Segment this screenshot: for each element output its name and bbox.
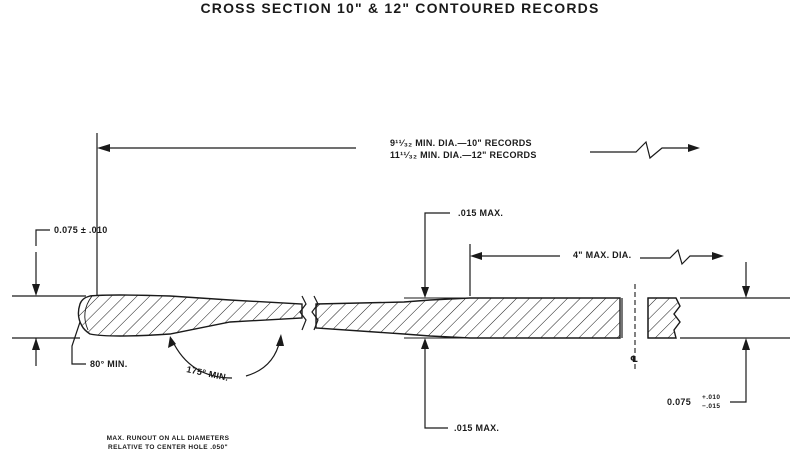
angle-175-arrow-left: [168, 336, 176, 348]
min-dia-right-arrowhead: [688, 144, 700, 152]
center-tol-minus: −.015: [702, 403, 720, 410]
max-015-bottom-label: .015 MAX.: [454, 423, 499, 433]
max-dia-4-label: 4" MAX. DIA.: [573, 250, 631, 260]
angle-80-leader: [71, 321, 86, 365]
right-thickness-leader: [730, 350, 747, 403]
record-profile-right: [647, 297, 681, 339]
center-tol-plus: +.010: [702, 394, 720, 401]
runout-note-line2: RELATIVE TO CENTER HOLE .050": [108, 444, 228, 451]
max-015-top-arrow: [421, 287, 429, 298]
min-dia-arrowhead: [97, 144, 110, 152]
right-thickness-arrow-top: [742, 286, 750, 298]
min-dia-12-label: 11¹¹⁄₃₂ MIN. DIA.—12" RECORDS: [390, 150, 537, 160]
max-dia-4-arrow-left: [470, 252, 482, 260]
angle-80-arc: [84, 295, 93, 331]
record-profile-center: [315, 297, 621, 339]
center-thickness-label: 0.075: [667, 397, 691, 407]
centerline-symbol: ℄: [630, 354, 638, 364]
angle-175-arc-left: [171, 339, 233, 379]
max-015-bottom-arrow: [421, 338, 429, 349]
angle-175-arrow-right: [276, 334, 284, 346]
right-thickness-arrow-bottom: [742, 338, 750, 350]
edge-thickness-leader: [35, 229, 50, 246]
min-dia-10-label: 9¹¹⁄₃₂ MIN. DIA.—10" RECORDS: [390, 138, 532, 148]
break-line-4-dia: [640, 248, 716, 266]
angle-175-label: 175° MIN.: [186, 364, 230, 383]
record-profile-left: [77, 294, 303, 337]
angle-80-label: 80° MIN.: [90, 359, 128, 369]
runout-note-line1: MAX. RUNOUT ON ALL DIAMETERS: [107, 435, 230, 442]
max-015-top-label: .015 MAX.: [458, 208, 503, 218]
angle-175-arc-right: [245, 339, 281, 377]
break-line-top: [590, 140, 690, 160]
edge-thickness-arrow-bottom: [32, 338, 40, 350]
edge-thickness-arrow-top: [32, 284, 40, 296]
edge-thickness-label: 0.075 ± .010: [54, 225, 108, 235]
max-dia-4-arrow-right: [712, 252, 724, 260]
break-left: [299, 295, 307, 331]
max-015-bottom-leader: [424, 349, 448, 429]
max-015-top-leader: [424, 212, 450, 250]
diagram-title: CROSS SECTION 10" & 12" CONTOURED RECORD…: [200, 0, 599, 16]
